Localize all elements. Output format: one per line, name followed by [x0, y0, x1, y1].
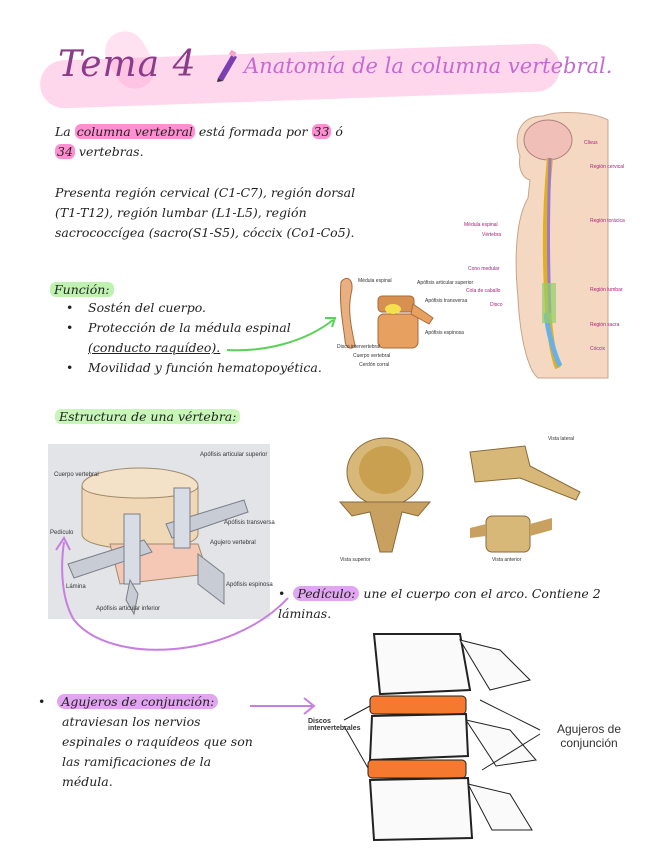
figure-label: Región torácica	[590, 218, 625, 224]
figure-label: Discos intervertebrales	[308, 718, 361, 732]
figure-label: Apófisis espinosa	[226, 582, 273, 588]
figure-label: Apófisis articular inferior	[96, 606, 161, 612]
figure-label: Cuerpo vertebral	[353, 353, 391, 359]
figure-label: Vista anterior	[492, 557, 522, 563]
figure-label: Agujero vertebral	[210, 540, 256, 546]
estructura-heading: Estructura de una vértebra:	[55, 407, 241, 427]
list-item: Sostén del cuerpo.	[66, 298, 352, 318]
intervertebral-figure: Discos intervertebrales Agujeros de conj…	[300, 630, 652, 844]
figure-label: Lámina	[66, 584, 86, 590]
vertebra-photos: Vista lateral Vista superior Vista anter…	[320, 432, 620, 582]
list-item: Protección de la médula espinal(conducto…	[66, 318, 352, 358]
figure-label: Disco	[490, 302, 503, 308]
figure-label: Cono medular	[468, 266, 500, 272]
figure-label: Vista superior	[340, 557, 371, 563]
figure-label: Médula espinal	[358, 278, 392, 284]
title-block: Tema 4 Anatomía de la columna vertebral.	[39, 24, 656, 110]
figure-label: Apófisis transversa	[425, 298, 468, 304]
pediculo-term: Pedículo:	[293, 586, 360, 601]
figure-label: Disco intervertebral	[337, 344, 381, 350]
figure-label: Agujeros de conjunción	[556, 722, 622, 750]
figure-label: Región lumbar	[590, 287, 623, 293]
figure-label: Cuerpo vertebral	[54, 472, 99, 478]
figure-label: Región sacra	[590, 322, 620, 328]
arrow-icon	[55, 536, 289, 651]
pencil-icon	[210, 48, 240, 86]
figure-label: Apófisis articular superior	[200, 452, 268, 458]
vertebra-small-figure: Médula espinal Apófisis articular superi…	[333, 274, 473, 376]
list-item: Movilidad y función hematopoyética.	[66, 358, 352, 378]
page-title: Tema 4	[58, 44, 197, 85]
figure-label: Médula espinal	[464, 222, 498, 228]
agujeros-text: atraviesan los nervios espinales o raquí…	[62, 714, 253, 789]
page-subtitle: Anatomía de la columna vertebral.	[244, 54, 613, 78]
figure-label: Región cervical	[590, 164, 625, 170]
figure-label: Vértebra	[482, 232, 502, 238]
figure-label: Apófisis articular superior	[417, 280, 474, 286]
regions-paragraph: Presenta región cervical (C1-C7), región…	[55, 185, 356, 240]
agujeros-note: •Agujeros de conjunción: atraviesan los …	[38, 692, 278, 792]
pediculo-note: •Pedículo: une el cuerpo con el arco. Co…	[278, 586, 601, 621]
arrow-icon	[250, 697, 316, 715]
figure-label: Apófisis transversa	[224, 520, 275, 526]
agujeros-term: Agujeros de conjunción:	[57, 694, 219, 709]
figure-label: Cóccix	[590, 346, 606, 352]
figure-label: Pedículo	[50, 530, 74, 536]
highlight-term: columna vertebral	[74, 124, 195, 139]
figure-label: Clivus	[584, 140, 598, 146]
figure-label: Cola de caballo	[466, 288, 501, 294]
spine-figure: Clivus Región cervical Región torácica R…	[458, 108, 654, 380]
arrow-icon	[226, 317, 337, 352]
figure-label: Apófisis espinosa	[425, 330, 464, 336]
figure-label: Vista lateral	[548, 436, 575, 442]
funcion-heading: Función:	[50, 280, 114, 300]
funcion-list: Sostén del cuerpo. Protección de la médu…	[62, 298, 352, 378]
vertebra-diagram: Cuerpo vertebral Apófisis articular supe…	[48, 444, 275, 619]
intro-paragraph: La columna vertebral está formada por 33…	[55, 124, 343, 159]
figure-label: Cerdón corral	[359, 362, 390, 368]
